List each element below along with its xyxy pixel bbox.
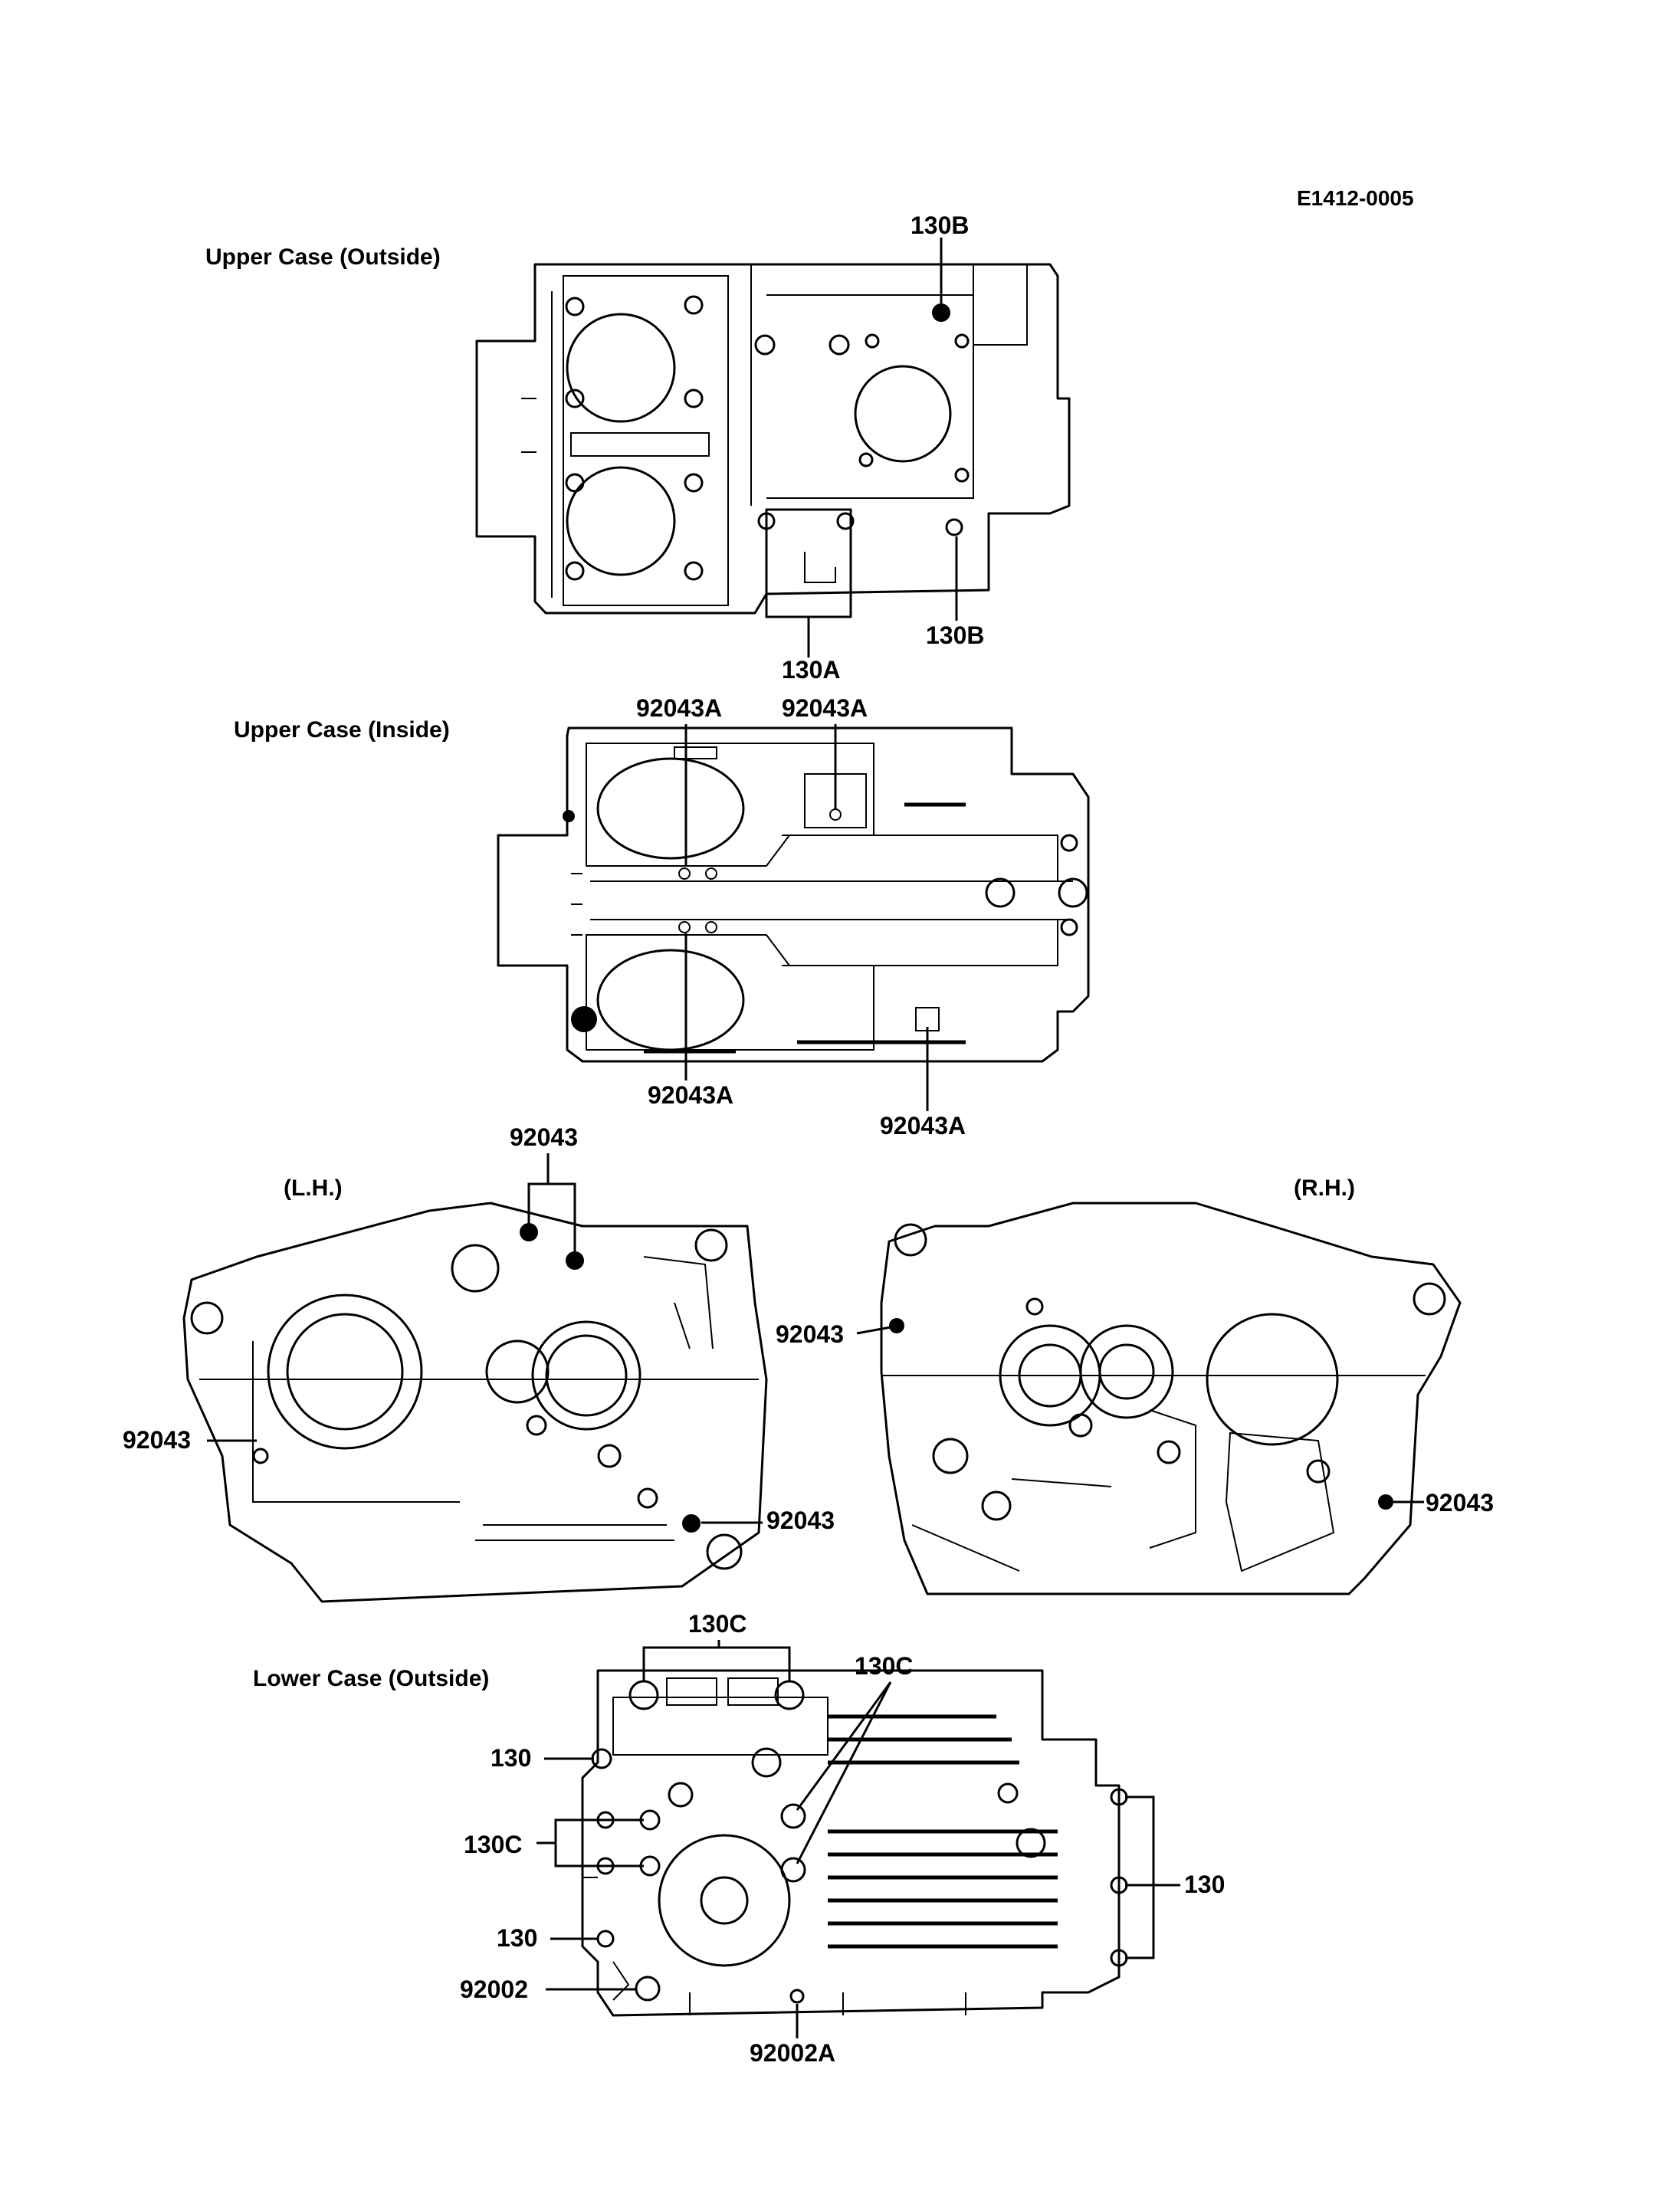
callout-92043-rh-left: 92043: [776, 1320, 844, 1348]
upper-case-outside-view: Upper Case (Outside): [205, 212, 1071, 684]
callout-130b-top: 130B: [911, 212, 970, 239]
upper-case-inside-drawing: [497, 726, 1090, 1063]
lower-case-outside-view: Lower Case (Outside): [253, 1610, 1225, 2067]
callout-92043-rh-right: 92043: [1426, 1489, 1494, 1517]
callout-92043-left: 92043: [123, 1426, 191, 1454]
callout-130-right: 130: [1184, 1871, 1225, 1898]
callout-92043a-top-right: 92043A: [782, 694, 868, 722]
upper-case-inside-title: Upper Case (Inside): [234, 717, 450, 743]
callout-92043-top: 92043: [510, 1123, 578, 1151]
left-side-title: (L.H.): [284, 1176, 343, 1201]
callout-92002: 92002: [460, 1976, 528, 2003]
callout-92043a-bottom-left: 92043A: [648, 1081, 733, 1109]
callout-130c-left: 130C: [464, 1831, 523, 1858]
upper-case-outside-title: Upper Case (Outside): [205, 244, 441, 270]
upper-case-outside-drawing: [475, 263, 1071, 618]
left-side-drawing: [182, 1202, 768, 1603]
right-side-title: (R.H.): [1294, 1176, 1355, 1201]
callout-130c-right: 130C: [855, 1652, 914, 1680]
callout-130-left-bottom: 130: [497, 1924, 537, 1952]
lower-case-outside-drawing: [581, 1669, 1128, 2017]
callout-130a: 130A: [782, 656, 841, 684]
callout-92043a-top-left: 92043A: [636, 694, 722, 722]
callout-130c-top: 130C: [688, 1610, 747, 1638]
upper-case-inside-view: Upper Case (Inside): [234, 694, 1090, 1139]
right-side-drawing: [880, 1202, 1462, 1595]
callout-92043a-bottom-right: 92043A: [880, 1112, 966, 1139]
lower-case-outside-title: Lower Case (Outside): [253, 1666, 489, 1691]
callout-92002a: 92002A: [750, 2039, 835, 2067]
left-side-view: (L.H.) 92043 92043: [123, 1123, 835, 1603]
document-code: E1412-0005: [1297, 186, 1414, 210]
callout-130-left-top: 130: [491, 1744, 531, 1772]
right-side-view: (R.H.) 92043 92043: [776, 1176, 1494, 1595]
callout-92043-bottom: 92043: [766, 1507, 835, 1534]
callout-130b-bottom: 130B: [926, 621, 985, 649]
